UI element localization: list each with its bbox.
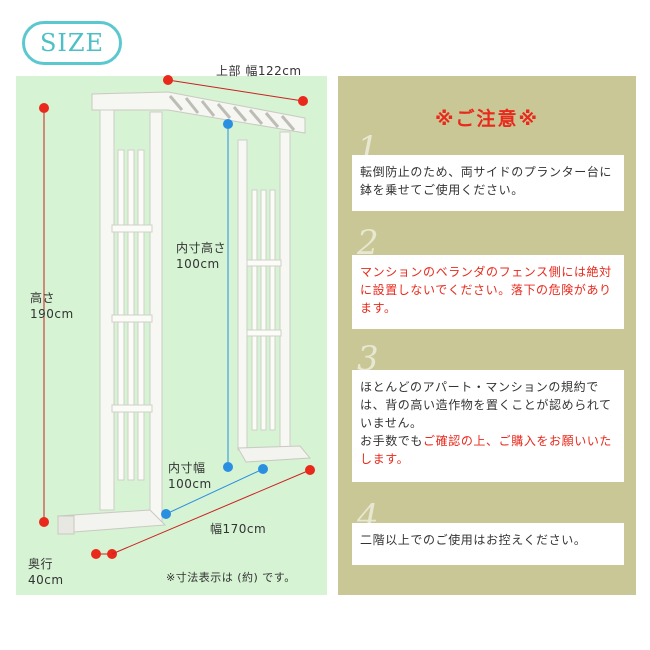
footnote: ※寸法表示は (約) です。: [166, 571, 296, 584]
note-text: 転倒防止のため、両サイドのプランター台に鉢を乗せてご使用ください。: [360, 165, 613, 197]
dim-marker: [305, 465, 315, 475]
right-lattice: [246, 189, 282, 431]
height-label: 高さ 190cm: [30, 291, 74, 321]
right-planter-base: [237, 445, 312, 463]
width-label: 幅170cm: [210, 522, 267, 536]
depth-label: 奥行 40cm: [28, 557, 64, 587]
inner-dim-marker: [161, 509, 171, 519]
note-number: 3: [357, 339, 379, 379]
canopy-slats: [168, 95, 296, 131]
note-3: ほとんどのアパート・マンションの規約では、背の高い造作物を置くことが認められてい…: [352, 370, 624, 482]
left-lattice: [111, 149, 153, 481]
inner-dim-marker: [258, 464, 268, 474]
caution-title: ※ご注意※: [435, 108, 539, 130]
right-post-inner: [237, 139, 248, 451]
dim-marker: [39, 103, 49, 113]
size-badge: SIZE: [22, 21, 122, 65]
right-post-outer: [279, 131, 291, 453]
dim-marker: [91, 549, 101, 559]
top-width-label: 上部 幅122cm: [216, 64, 302, 78]
dim-marker: [39, 517, 49, 527]
dim-marker: [298, 96, 308, 106]
note-number: 2: [357, 223, 379, 263]
note-text: 二階以上でのご使用はお控えください。: [360, 533, 587, 547]
note-text: マンションのベランダのフェンス側には絶対に設置しないでください。落下の危険があり…: [360, 265, 612, 315]
inner-height-label: 内寸高さ 100cm: [176, 241, 227, 271]
note-text: ほとんどのアパート・マンションの規約では、背の高い造作物を置くことが認められてい…: [360, 380, 612, 430]
left-post-outer: [99, 109, 115, 511]
inner-width-label: 内寸幅 100cm: [168, 461, 212, 491]
inner-dim-marker: [223, 462, 233, 472]
note-4: 二階以上でのご使用はお控えください。: [352, 523, 624, 565]
note-1: 転倒防止のため、両サイドのプランター台に鉢を乗せてご使用ください。: [352, 155, 624, 211]
note-text: お手数でも: [360, 434, 424, 448]
note-2: マンションのベランダのフェンス側には絶対に設置しないでください。落下の危険があり…: [352, 255, 624, 329]
note-text-highlight: ご確認の上、ご購入をお願いいたします。: [360, 434, 613, 466]
inner-dim-marker: [223, 119, 233, 129]
dim-marker: [163, 75, 173, 85]
